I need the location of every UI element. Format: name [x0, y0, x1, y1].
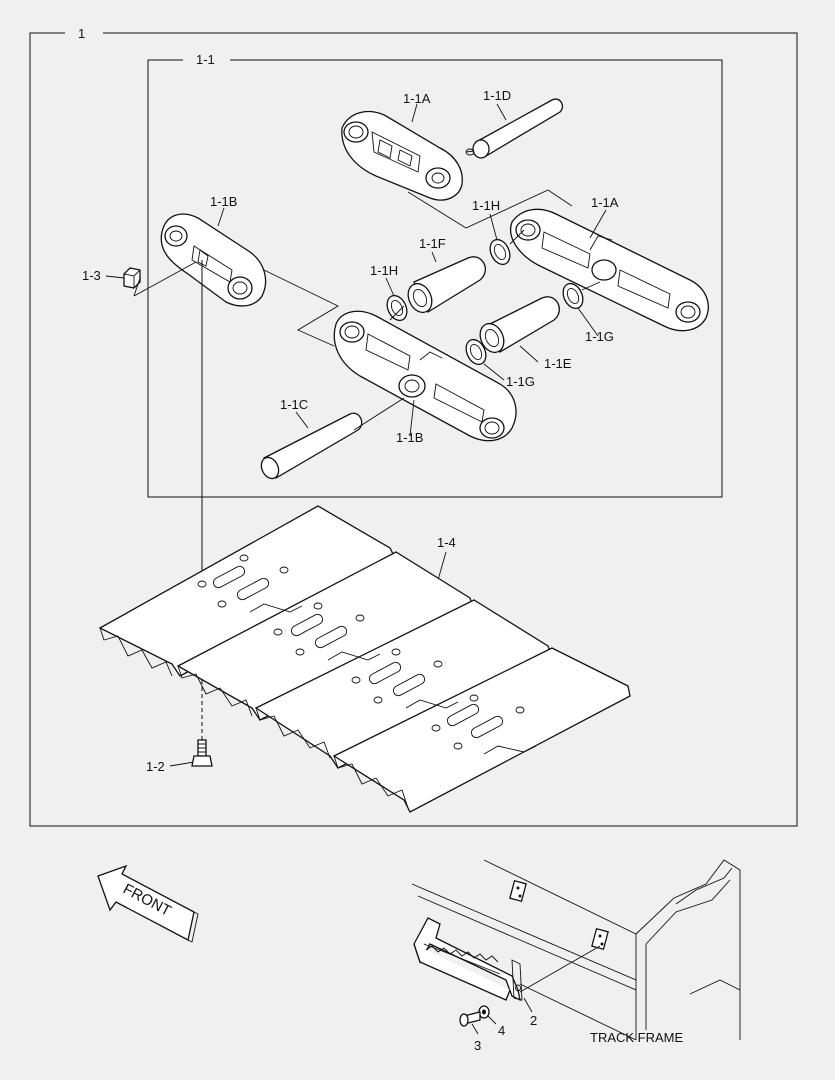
label-screw: 3	[474, 1038, 481, 1053]
leader-lines	[105, 103, 607, 767]
nut-1-3	[123, 267, 141, 289]
label-bushing-e: 1-1E	[544, 356, 572, 371]
link-1-1b-bottom	[333, 310, 517, 442]
pin-1-1c	[260, 412, 363, 480]
shoe-slots	[212, 565, 504, 739]
label-link-b-bottom: 1-1B	[396, 430, 423, 445]
label-bolt: 1-2	[146, 759, 165, 774]
label-pin-d: 1-1D	[483, 88, 511, 103]
link-1-1a-top	[341, 110, 463, 201]
label-seal-h-top: 1-1H	[472, 198, 500, 213]
step-2	[413, 917, 601, 1013]
label-seal-h-left: 1-1H	[370, 263, 398, 278]
seal-1-1g-right	[562, 282, 584, 310]
front-arrow: FRONT	[97, 864, 199, 943]
label-nut: 1-3	[82, 268, 101, 283]
label-bushing-f: 1-1F	[419, 236, 446, 251]
track-frame: TRACK FRAME	[411, 859, 741, 1045]
label-link-a-top: 1-1A	[403, 91, 431, 106]
label-assembly: 1	[78, 26, 85, 41]
label-link-assembly: 1-1	[196, 52, 215, 67]
seal-1-1h-top	[489, 238, 511, 266]
label-step: 2	[530, 1013, 537, 1028]
label-pin-c: 1-1C	[280, 397, 308, 412]
label-seal-g-mid: 1-1G	[506, 374, 535, 389]
link-1-1a-right	[510, 208, 709, 332]
labels: 1-1A 1-1D 1-1A 1-1B 1-1H 1-1F 1-3 1-1H 1…	[82, 88, 619, 774]
seal-1-1g-mid	[465, 338, 487, 366]
bolt-1-2	[191, 739, 213, 767]
bushing-1-1f	[407, 256, 486, 314]
shoe-bolt-holes	[197, 554, 525, 750]
washer-4	[478, 1005, 497, 1025]
bushing-1-1e	[479, 296, 560, 354]
guide-lines	[133, 189, 601, 431]
label-track-frame: TRACK FRAME	[590, 1030, 684, 1045]
assembly-frame: 1	[29, 26, 798, 827]
seal-1-1h-left	[386, 294, 408, 322]
link-assembly-frame: 1-1	[147, 52, 723, 498]
label-shoe: 1-4	[437, 535, 456, 550]
label-link-b-left: 1-1B	[210, 194, 237, 209]
track-shoes-1-4	[98, 505, 631, 813]
link-1-1b-left	[160, 213, 267, 307]
screw-3	[459, 1011, 481, 1035]
label-washer: 4	[498, 1023, 505, 1038]
bottom-labels: 2 4 3	[474, 1013, 537, 1053]
label-seal-g-right: 1-1G	[585, 329, 614, 344]
pin-1-1d	[465, 98, 564, 159]
label-link-a-right: 1-1A	[591, 195, 619, 210]
